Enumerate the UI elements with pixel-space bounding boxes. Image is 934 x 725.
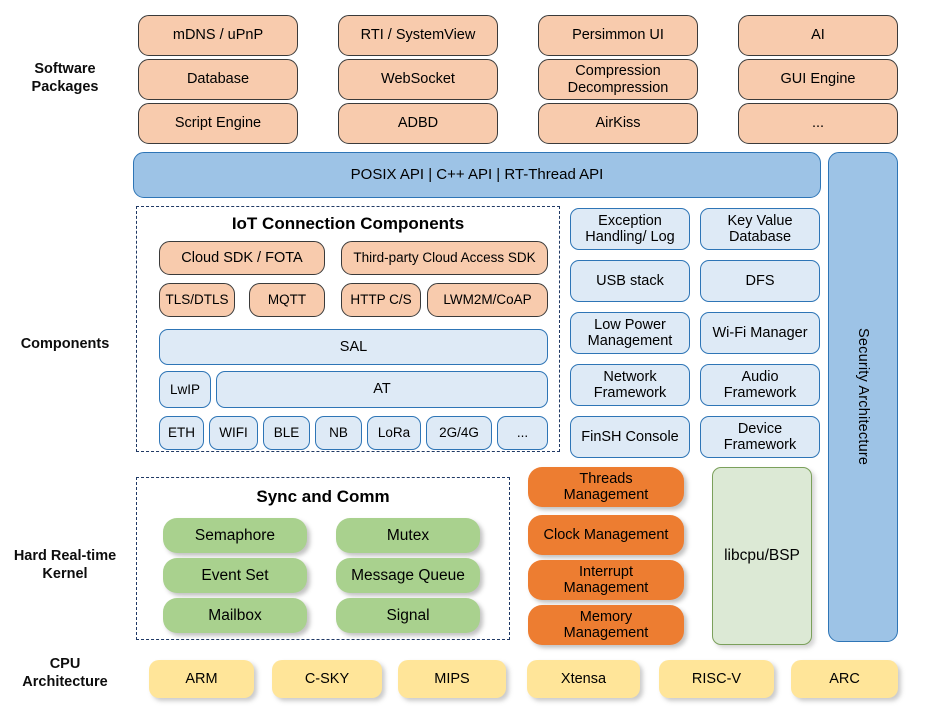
- iot-link-box[interactable]: ...: [497, 416, 548, 450]
- component-box[interactable]: Device Framework: [700, 416, 820, 458]
- component-box[interactable]: USB stack: [570, 260, 690, 302]
- iot-protocol-box[interactable]: HTTP C/S: [341, 283, 421, 317]
- cpu-arch-box[interactable]: Xtensa: [527, 660, 640, 698]
- iot-link-box[interactable]: BLE: [263, 416, 310, 450]
- kernel-sync-box[interactable]: Signal: [336, 598, 480, 633]
- kernel-sync-box[interactable]: Mailbox: [163, 598, 307, 633]
- security-architecture-bar[interactable]: Security Architecture: [828, 152, 898, 642]
- kernel-sync-box[interactable]: Event Set: [163, 558, 307, 593]
- iot-connection-components-title: IoT Connection Components: [231, 214, 465, 233]
- security-architecture-label: Security Architecture: [855, 328, 872, 466]
- package-box[interactable]: WebSocket: [338, 59, 498, 100]
- component-box[interactable]: Low Power Management: [570, 312, 690, 354]
- cpu-arch-box[interactable]: RISC-V: [659, 660, 774, 698]
- kernel-management-box[interactable]: Clock Management: [528, 515, 684, 555]
- package-box[interactable]: Script Engine: [138, 103, 298, 144]
- libcpu-bsp-box[interactable]: libcpu/BSP: [712, 467, 812, 645]
- component-box[interactable]: Exception Handling/ Log: [570, 208, 690, 250]
- iot-protocol-box[interactable]: TLS/DTLS: [159, 283, 235, 317]
- row-label-components: Components: [20, 336, 110, 352]
- iot-protocol-box[interactable]: MQTT: [249, 283, 325, 317]
- row-label-software-packages: Software Packages: [31, 61, 99, 96]
- cpu-arch-box[interactable]: ARM: [149, 660, 254, 698]
- package-box[interactable]: AI: [738, 15, 898, 56]
- package-box[interactable]: Compression Decompression: [538, 59, 698, 100]
- kernel-management-box[interactable]: Interrupt Management: [528, 560, 684, 600]
- component-box[interactable]: Audio Framework: [700, 364, 820, 406]
- iot-link-box[interactable]: LoRa: [367, 416, 421, 450]
- package-box[interactable]: AirKiss: [538, 103, 698, 144]
- package-box[interactable]: ...: [738, 103, 898, 144]
- iot-lwip-box[interactable]: LwIP: [159, 371, 211, 408]
- iot-link-box[interactable]: 2G/4G: [426, 416, 492, 450]
- cpu-arch-box[interactable]: MIPS: [398, 660, 506, 698]
- kernel-sync-box[interactable]: Message Queue: [336, 558, 480, 593]
- component-box[interactable]: Key Value Database: [700, 208, 820, 250]
- row-label-kernel: Hard Real-time Kernel: [13, 548, 117, 583]
- package-box[interactable]: Database: [138, 59, 298, 100]
- iot-link-box[interactable]: NB: [315, 416, 362, 450]
- iot-link-box[interactable]: WIFI: [209, 416, 258, 450]
- component-box[interactable]: FinSH Console: [570, 416, 690, 458]
- iot-at-box[interactable]: AT: [216, 371, 548, 408]
- package-box[interactable]: GUI Engine: [738, 59, 898, 100]
- cpu-arch-box[interactable]: ARC: [791, 660, 898, 698]
- kernel-sync-box[interactable]: Semaphore: [163, 518, 307, 553]
- component-box[interactable]: Wi-Fi Manager: [700, 312, 820, 354]
- package-box[interactable]: ADBD: [338, 103, 498, 144]
- iot-cloud-sdk-box[interactable]: Cloud SDK / FOTA: [159, 241, 325, 275]
- component-box[interactable]: Network Framework: [570, 364, 690, 406]
- cpu-arch-box[interactable]: C-SKY: [272, 660, 382, 698]
- iot-third-party-sdk-box[interactable]: Third-party Cloud Access SDK: [341, 241, 548, 275]
- sync-and-comm-group: [136, 477, 510, 640]
- api-bar[interactable]: POSIX API | C++ API | RT-Thread API: [133, 152, 821, 198]
- row-label-cpu-architecture: CPU Architecture: [22, 656, 108, 691]
- iot-protocol-box[interactable]: LWM2M/CoAP: [427, 283, 548, 317]
- iot-sal-box[interactable]: SAL: [159, 329, 548, 365]
- iot-connection-components-group: [136, 206, 560, 452]
- component-box[interactable]: DFS: [700, 260, 820, 302]
- kernel-management-box[interactable]: Threads Management: [528, 467, 684, 507]
- package-box[interactable]: Persimmon UI: [538, 15, 698, 56]
- package-box[interactable]: RTI / SystemView: [338, 15, 498, 56]
- iot-link-box[interactable]: ETH: [159, 416, 204, 450]
- kernel-management-box[interactable]: Memory Management: [528, 605, 684, 645]
- package-box[interactable]: mDNS / uPnP: [138, 15, 298, 56]
- sync-and-comm-title: Sync and Comm: [256, 487, 390, 506]
- kernel-sync-box[interactable]: Mutex: [336, 518, 480, 553]
